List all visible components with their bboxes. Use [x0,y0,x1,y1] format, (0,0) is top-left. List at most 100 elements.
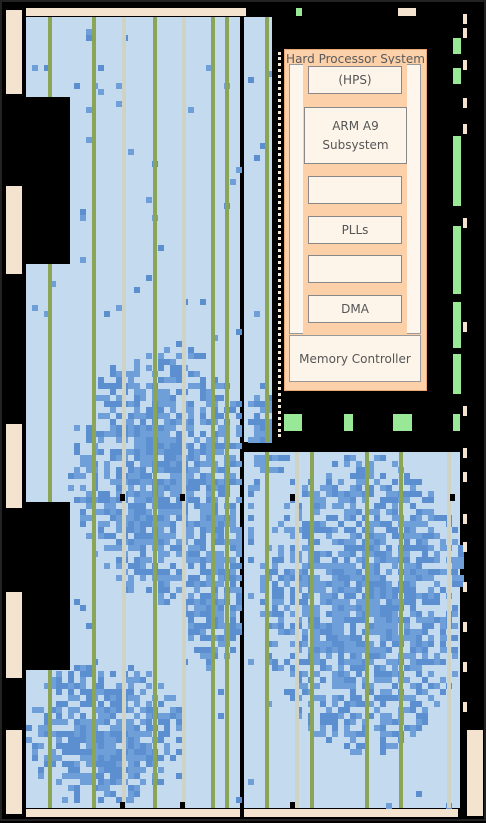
dsp-column [92,67,96,68]
logic-cell [404,593,410,599]
dsp-column [153,731,157,732]
dsp-column [153,370,157,371]
dsp-column [153,362,157,363]
logic-cell [218,575,224,581]
dsp-column [211,293,215,294]
logic-cell [116,395,122,401]
logic-cell [158,581,164,587]
dsp-column [153,215,157,216]
logic-cell [344,683,350,689]
logic-cell [200,383,206,389]
dsp-column [153,322,157,323]
dsp-column [48,47,52,48]
logic-cell [380,605,386,611]
dsp-column [225,275,229,276]
logic-cell [356,653,362,659]
logic-cell [86,719,92,725]
dsp-column [92,101,96,102]
dsp-column [211,234,215,235]
logic-cell [128,797,134,803]
dsp-column [153,665,157,666]
dsp-column [225,146,229,147]
dsp-column [92,323,96,324]
dsp-column [153,146,157,147]
dsp-column [48,50,52,51]
logic-cell [164,503,170,509]
dsp-column [153,647,157,648]
dsp-column [92,148,96,149]
logic-cell [32,743,38,749]
dsp-column [92,134,96,135]
dsp-column [211,440,215,441]
dsp-column [153,328,157,329]
dsp-column [92,470,96,471]
dsp-column [153,769,157,770]
logic-cell [410,725,416,731]
logic-cell [110,767,116,773]
dsp-column [211,224,215,225]
dsp-column [211,703,215,704]
dsp-column [48,386,52,387]
logic-cell [128,731,134,737]
logic-cell [200,443,206,449]
dsp-column [92,176,96,177]
logic-cell [140,473,146,479]
dsp-column [211,572,215,573]
dsp-column [92,513,96,514]
logic-cell [140,749,146,755]
dsp-column [153,191,157,192]
dsp-column [153,512,157,513]
logic-cell [104,491,110,497]
logic-cell [350,701,356,707]
logic-cell [326,473,332,479]
dsp-column [92,597,96,598]
logic-cell [230,527,236,533]
logic-cell [176,707,182,713]
dsp-column [153,64,157,65]
dsp-column [48,48,52,49]
dsp-column [153,624,157,625]
dsp-column [211,686,215,687]
logic-cell [314,695,320,701]
dsp-column [153,87,157,88]
dsp-column [225,108,229,109]
dsp-column [153,627,157,628]
dsp-column [211,287,215,288]
dsp-column [92,347,96,348]
dsp-column [153,230,157,231]
dsp-column [92,586,96,587]
logic-cell [338,683,344,689]
dsp-column [92,688,96,689]
dsp-column [211,480,215,481]
dsp-column [92,564,96,565]
logic-cell [230,623,236,629]
dsp-column [211,183,215,184]
dsp-column [153,182,157,183]
logic-cell [158,755,164,761]
dsp-column [225,258,229,259]
logic-cell [248,437,254,443]
dsp-column [153,795,157,796]
dsp-column [92,767,96,768]
dsp-column [211,494,215,495]
dsp-column [153,602,157,603]
dsp-column [48,712,52,713]
dsp-column [153,673,157,674]
logic-cell [332,515,338,521]
logic-cell [188,527,194,533]
dsp-column [92,302,96,303]
dsp-column [153,576,157,577]
logic-cell [410,731,416,737]
logic-cell [410,503,416,509]
logic-cell [50,683,56,689]
logic-cell [314,491,320,497]
dsp-column [92,233,96,234]
dsp-column [153,778,157,779]
dsp-column [92,589,96,590]
dsp-column [153,153,157,154]
logic-cell [116,737,122,743]
dsp-column [153,561,157,562]
logic-cell [104,497,110,503]
dsp-column [153,492,157,493]
logic-cell [374,569,380,575]
